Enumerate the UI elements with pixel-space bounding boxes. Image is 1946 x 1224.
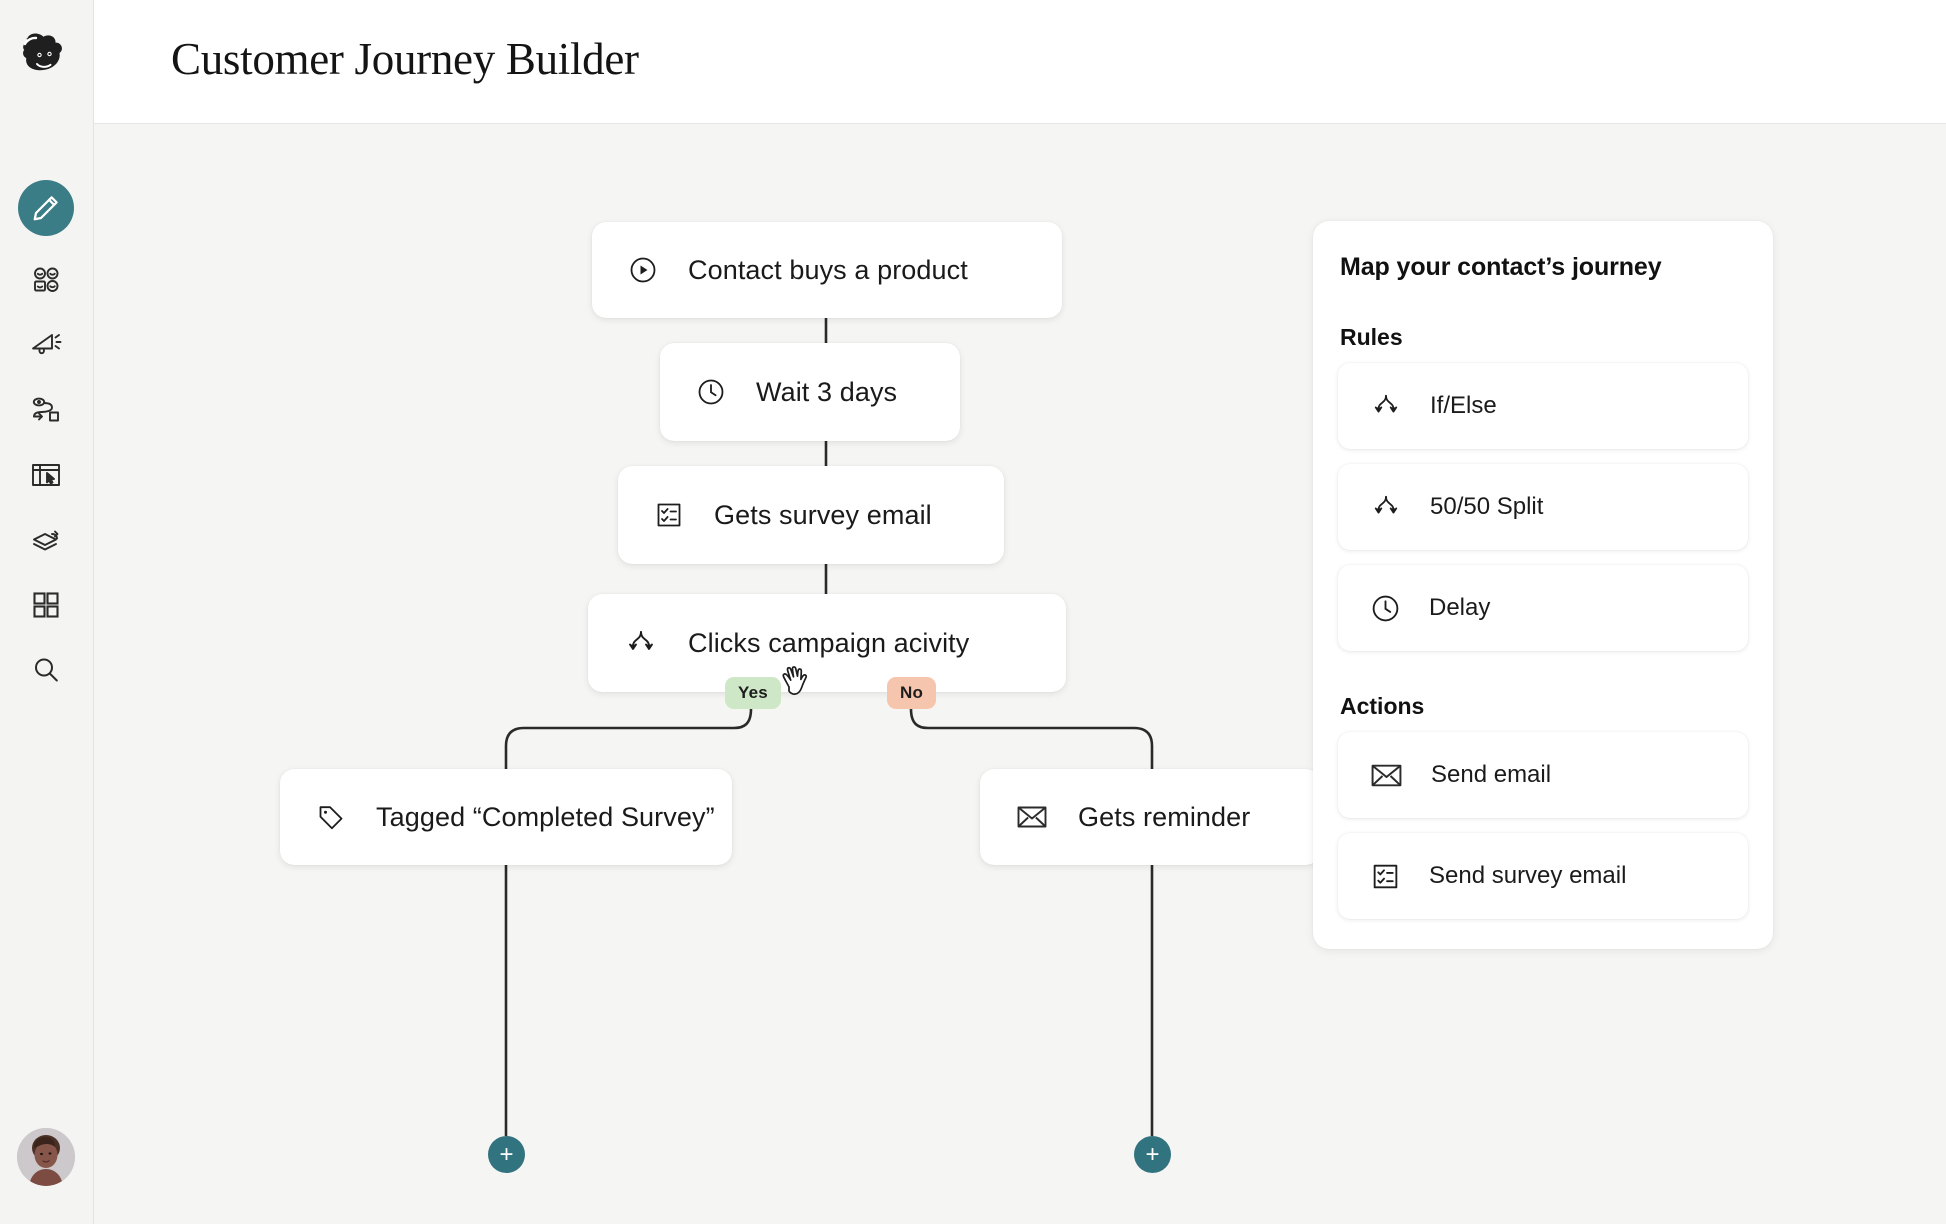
- play-circle-icon: [628, 255, 658, 285]
- clock-icon: [696, 377, 726, 407]
- panel-row-if-else[interactable]: If/Else: [1338, 363, 1748, 449]
- flow-node-label: Gets survey email: [714, 499, 932, 530]
- panel-section-actions-heading: Actions: [1340, 693, 1425, 719]
- panel-row-label: Send survey email: [1429, 862, 1627, 889]
- sidebar-item-campaigns[interactable]: [18, 317, 74, 373]
- envelope-icon: [1370, 762, 1403, 789]
- survey-icon: [654, 500, 684, 530]
- if-else-icon: [1370, 493, 1402, 521]
- panel-row-label: Delay: [1429, 594, 1491, 621]
- if-else-icon: [624, 628, 658, 658]
- plus-icon: +: [1145, 1140, 1160, 1168]
- flow-node-label: Gets reminder: [1078, 801, 1251, 832]
- sidebar-item-search[interactable]: [18, 642, 74, 698]
- flow-node-trigger[interactable]: Contact buys a product: [592, 222, 1062, 318]
- landing-page-icon: [30, 462, 62, 488]
- audience-icon: [30, 264, 62, 296]
- panel-section-rules-heading: Rules: [1340, 324, 1403, 350]
- user-avatar[interactable]: [17, 1128, 75, 1186]
- panel-row-5050-split[interactable]: 50/50 Split: [1338, 464, 1748, 550]
- mailchimp-logo[interactable]: [14, 22, 76, 84]
- add-step-button-right[interactable]: +: [1134, 1136, 1171, 1173]
- clock-icon: [1370, 593, 1401, 624]
- sidebar-item-integrations[interactable]: [18, 577, 74, 633]
- pencil-icon: [31, 193, 61, 223]
- flow-node-label: Contact buys a product: [688, 254, 968, 285]
- branch-badge-label: Yes: [738, 683, 768, 702]
- left-sidebar: [0, 0, 94, 1224]
- journey-steps-panel: Map your contact’s journey Rules If/Else: [1313, 221, 1773, 949]
- panel-row-label: If/Else: [1430, 392, 1497, 419]
- app-header: Customer Journey Builder: [94, 0, 1946, 124]
- panel-row-label: Send email: [1431, 761, 1552, 788]
- plus-icon: +: [499, 1140, 514, 1168]
- page-title: Customer Journey Builder: [171, 34, 639, 84]
- panel-row-label: 50/50 Split: [1430, 493, 1544, 520]
- grid-icon: [31, 590, 61, 620]
- content-icon: [30, 526, 62, 554]
- branch-badge-label: No: [900, 683, 924, 702]
- journey-path-icon: [30, 395, 62, 425]
- branch-badge-yes[interactable]: Yes: [725, 677, 781, 709]
- sidebar-item-website[interactable]: [18, 447, 74, 503]
- flow-node-split[interactable]: Clicks campaign acivity: [588, 594, 1066, 692]
- flow-node-survey[interactable]: Gets survey email: [618, 466, 1004, 564]
- flow-node-label: Clicks campaign acivity: [688, 627, 970, 658]
- panel-title: Map your contact’s journey: [1340, 253, 1662, 281]
- survey-icon: [1370, 861, 1401, 892]
- hand-pointer-cursor: [780, 662, 820, 711]
- if-else-icon: [1370, 392, 1402, 420]
- panel-row-send-email[interactable]: Send email: [1338, 732, 1748, 818]
- sidebar-item-audience[interactable]: [18, 252, 74, 308]
- panel-row-send-survey-email[interactable]: Send survey email: [1338, 833, 1748, 919]
- branch-badge-no[interactable]: No: [887, 677, 937, 709]
- flow-node-tagged[interactable]: Tagged “Completed Survey”: [280, 769, 732, 865]
- sidebar-item-create[interactable]: [18, 180, 74, 236]
- flow-node-reminder[interactable]: Gets reminder: [980, 769, 1320, 865]
- flow-node-wait[interactable]: Wait 3 days: [660, 343, 960, 441]
- megaphone-icon: [30, 330, 62, 360]
- sidebar-item-content[interactable]: [18, 512, 74, 568]
- sidebar-item-automations[interactable]: [18, 382, 74, 438]
- add-step-button-left[interactable]: +: [488, 1136, 525, 1173]
- tag-icon: [316, 802, 346, 832]
- envelope-icon: [1016, 804, 1048, 830]
- panel-row-delay[interactable]: Delay: [1338, 565, 1748, 651]
- flow-node-label: Tagged “Completed Survey”: [376, 801, 715, 832]
- search-icon: [31, 655, 61, 685]
- flow-node-label: Wait 3 days: [756, 376, 898, 407]
